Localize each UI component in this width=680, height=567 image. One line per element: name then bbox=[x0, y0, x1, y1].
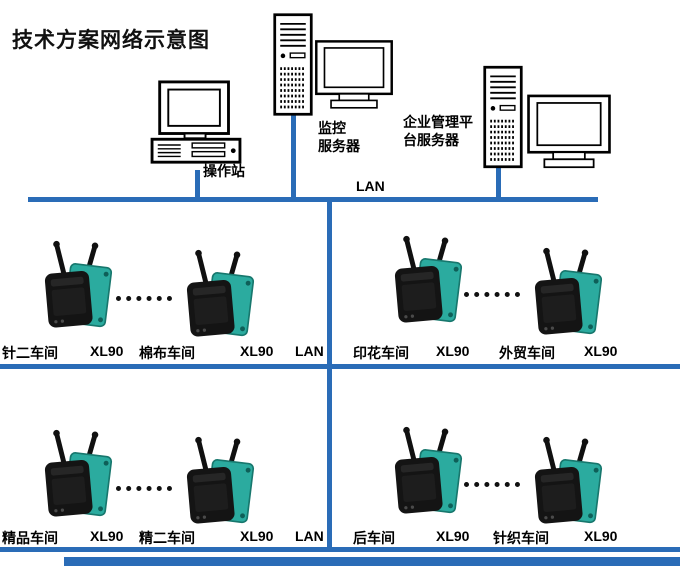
monitor-server-screen-illustration bbox=[315, 40, 393, 109]
xl90-module-illustration bbox=[44, 240, 113, 328]
workshop-label: 针二车间 bbox=[2, 345, 58, 361]
enterprise-server-screen-illustration bbox=[527, 94, 611, 169]
xl90-module-illustration bbox=[44, 429, 113, 517]
device-model-label: XL90 bbox=[436, 528, 470, 544]
workshop-label: 外贸车间 bbox=[499, 345, 555, 361]
monitor-server-label-line2: 服务器 bbox=[318, 138, 360, 154]
workshop-label: 精二车间 bbox=[139, 530, 195, 546]
lan-line-bottom-edge bbox=[64, 557, 680, 566]
xl90-module bbox=[386, 417, 468, 522]
xl90-module-illustration bbox=[394, 426, 463, 514]
workshop-label: 印花车间 bbox=[353, 345, 409, 361]
lan-label-bottom: LAN bbox=[295, 528, 324, 544]
device-model-label: XL90 bbox=[584, 528, 618, 544]
ellipsis-dots bbox=[464, 482, 520, 487]
lan-line-top bbox=[28, 197, 598, 202]
workstation-label: 操作站 bbox=[203, 163, 245, 179]
xl90-module bbox=[386, 226, 468, 331]
workshop-label: 后车间 bbox=[353, 530, 395, 546]
enterprise-server-label-line2: 台服务器 bbox=[403, 132, 459, 148]
lan-trunk-line bbox=[327, 200, 332, 550]
workshop-label: 棉布车间 bbox=[139, 345, 195, 361]
xl90-module-illustration bbox=[186, 249, 255, 337]
monitor-server-tower-illustration bbox=[273, 13, 313, 116]
lan-line-bottom bbox=[0, 547, 680, 552]
enterprise-server-label-line1: 企业管理平 bbox=[403, 114, 473, 130]
workstation-illustration bbox=[150, 80, 242, 164]
enterprise-server-tower-illustration bbox=[483, 65, 523, 169]
xl90-module-illustration bbox=[534, 436, 603, 524]
device-model-label: XL90 bbox=[90, 528, 124, 544]
xl90-module-illustration bbox=[394, 235, 463, 323]
xl90-module bbox=[36, 420, 118, 525]
workstation-drop-line bbox=[195, 170, 200, 202]
lan-label-middle: LAN bbox=[295, 343, 324, 359]
ellipsis-dots bbox=[464, 292, 520, 297]
enterprise-server-drop-line bbox=[496, 168, 501, 202]
xl90-module bbox=[526, 427, 608, 532]
device-model-label: XL90 bbox=[436, 343, 470, 359]
device-model-label: XL90 bbox=[240, 528, 274, 544]
device-model-label: XL90 bbox=[584, 343, 618, 359]
lan-line-middle bbox=[0, 364, 680, 369]
device-model-label: XL90 bbox=[240, 343, 274, 359]
workshop-label: 精品车间 bbox=[2, 530, 58, 546]
ellipsis-dots bbox=[116, 486, 172, 491]
xl90-module-illustration bbox=[534, 247, 603, 335]
device-model-label: XL90 bbox=[90, 343, 124, 359]
xl90-module bbox=[526, 238, 608, 343]
xl90-module bbox=[36, 231, 118, 336]
xl90-module bbox=[178, 240, 260, 345]
workshop-label: 针织车间 bbox=[493, 530, 549, 546]
xl90-module-illustration bbox=[186, 436, 255, 524]
lan-label-top: LAN bbox=[356, 178, 385, 194]
ellipsis-dots bbox=[116, 296, 172, 301]
monitor-server-drop-line bbox=[291, 112, 296, 202]
xl90-module bbox=[178, 427, 260, 532]
diagram-title: 技术方案网络示意图 bbox=[12, 29, 210, 52]
monitor-server-label-line1: 监控 bbox=[318, 120, 346, 136]
